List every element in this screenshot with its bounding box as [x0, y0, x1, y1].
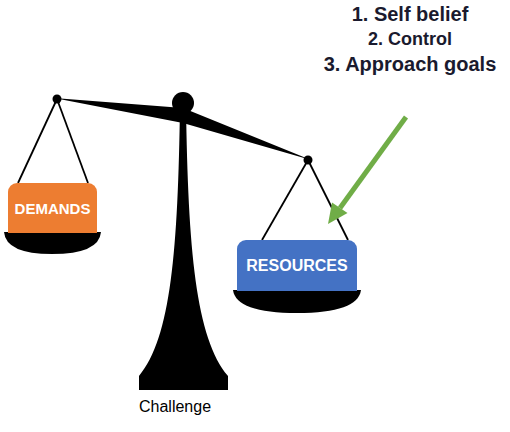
list-item: 1. Self belief — [300, 3, 510, 26]
pointer-arrow — [340, 117, 406, 208]
list-item: 3. Approach goals — [300, 53, 510, 76]
arrow-head — [328, 203, 348, 225]
resources-box: RESOURCES — [237, 240, 357, 291]
scale-pan — [4, 232, 101, 254]
pivot-knob — [172, 92, 194, 114]
scale-pan — [233, 290, 361, 313]
list-item: 2. Control — [300, 29, 510, 50]
caption: Challenge — [100, 398, 250, 416]
node-label: DEMANDS — [15, 200, 91, 217]
scale-stand — [139, 105, 228, 390]
demands-box: DEMANDS — [8, 183, 97, 233]
node-label: RESOURCES — [246, 257, 347, 275]
